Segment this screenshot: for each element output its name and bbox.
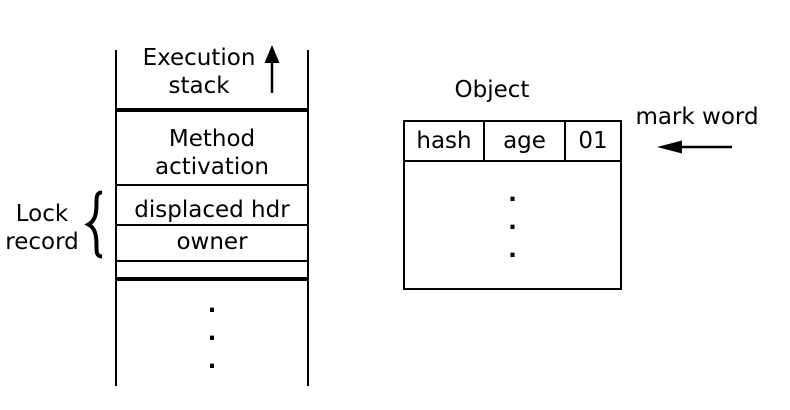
lock-record-label-line1: Lock [15, 201, 69, 227]
hash-field: hash [405, 122, 485, 160]
object-box: hash age 01 [403, 120, 622, 290]
mark-word-left-arrow-icon [657, 140, 732, 154]
lock-bits-field: 01 [578, 128, 608, 154]
stack-frame-top-divider [115, 108, 309, 112]
owner-label: owner [176, 229, 248, 255]
ellipsis-dot: . [207, 348, 217, 374]
stack-frame-bottom-divider [115, 277, 309, 281]
method-activation-line1: Method [168, 126, 256, 152]
mark-word-label: mark word [635, 104, 759, 130]
execution-stack-label: Execution stack [115, 44, 283, 100]
method-activation-cell: Method activation [115, 125, 309, 181]
ellipsis-dot: . [508, 181, 517, 207]
object-title: Object [454, 77, 530, 103]
ellipsis-dot: . [207, 292, 217, 318]
object-header-row: hash age 01 [405, 122, 620, 162]
stack-growth-up-arrow-icon [264, 45, 280, 93]
stack-left-wall [115, 50, 117, 386]
execution-stack-label-line2: stack [168, 73, 230, 99]
owner-cell: owner [115, 228, 309, 256]
ellipsis-dot: . [508, 209, 517, 235]
displaced-hdr-label: displaced hdr [134, 197, 290, 223]
method-activation-line2: activation [155, 154, 269, 180]
row-divider-1 [115, 184, 309, 186]
ellipsis-dot: . [508, 237, 517, 263]
lock-record-label: Lock record [2, 200, 82, 256]
lock-record-label-line2: record [5, 229, 79, 255]
stack-right-wall [307, 50, 309, 386]
row-divider-3 [115, 260, 309, 262]
stack-ellipsis: . . . [115, 291, 309, 375]
object-ellipsis: . . . [405, 180, 620, 264]
row-divider-2 [115, 224, 309, 226]
ellipsis-dot: . [207, 320, 217, 346]
lock-record-brace-icon [84, 190, 103, 259]
execution-stack-label-line1: Execution [142, 45, 256, 71]
displaced-hdr-cell: displaced hdr [115, 196, 309, 224]
age-field: age [485, 122, 566, 160]
